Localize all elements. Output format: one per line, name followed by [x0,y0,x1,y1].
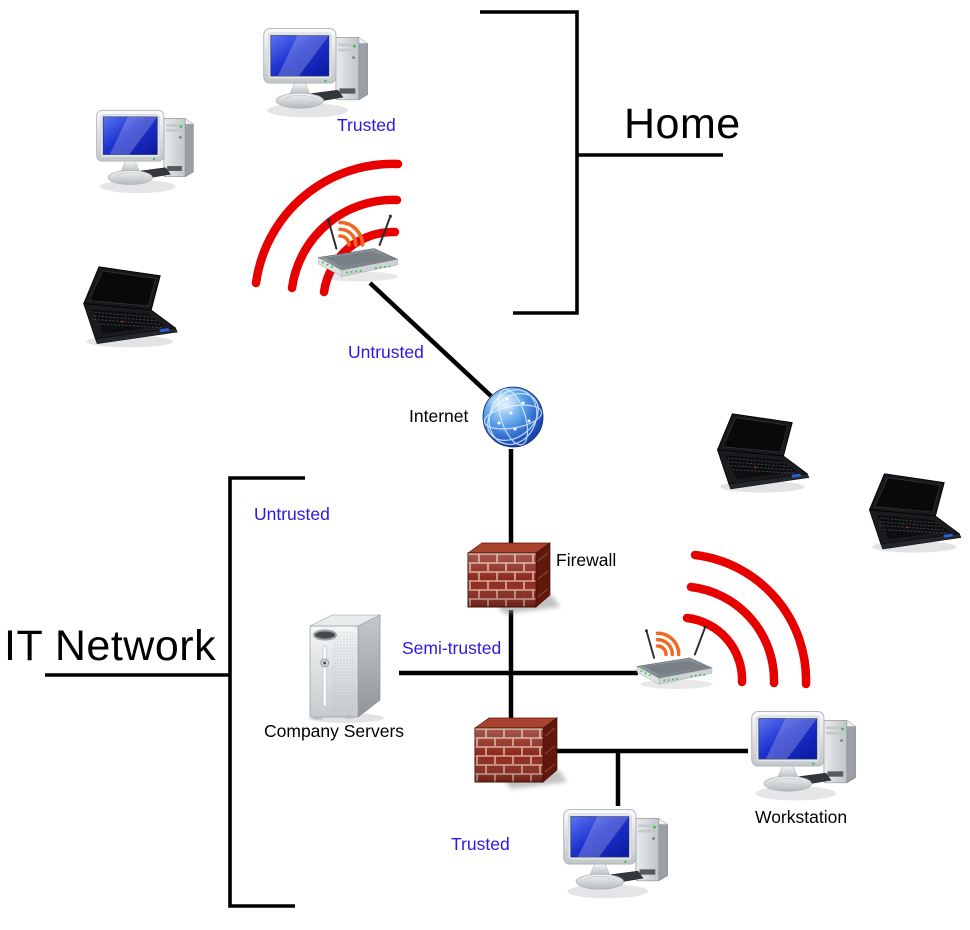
it-network-zone-title: IT Network [4,622,217,670]
label-untrusted-it: Untrusted [254,504,330,524]
home-zone-title: Home [624,100,741,148]
home-zone-bracket [480,10,579,315]
laptop-icon [868,473,962,554]
label-firewall: Firewall [556,550,617,570]
label-semi-trusted: Semi-trusted [402,638,502,658]
label-workstation: Workstation [755,807,848,827]
label-company-servers: Company Servers [264,721,405,741]
firewall-icon [475,718,567,789]
firewall-icon [468,543,560,614]
wireless-router-icon [635,624,714,691]
label-internet: Internet [409,406,469,426]
desktop-computer-icon [263,28,369,118]
wifi-signal-home-icon [251,159,403,297]
laptop-icon [716,413,810,494]
desktop-computer-icon [563,809,669,899]
label-trusted-home: Trusted [337,115,396,135]
link-home-router-internet [368,281,493,398]
label-trusted-it: Trusted [451,834,510,854]
desktop-computer-icon [96,109,194,194]
laptop-icon [83,266,178,348]
wifi-signal-it-icon [682,550,811,689]
desktop-computer-icon [751,711,857,801]
label-untrusted-home: Untrusted [348,342,424,362]
server-tower-icon [307,614,385,724]
it-zone-bracket [228,476,305,908]
